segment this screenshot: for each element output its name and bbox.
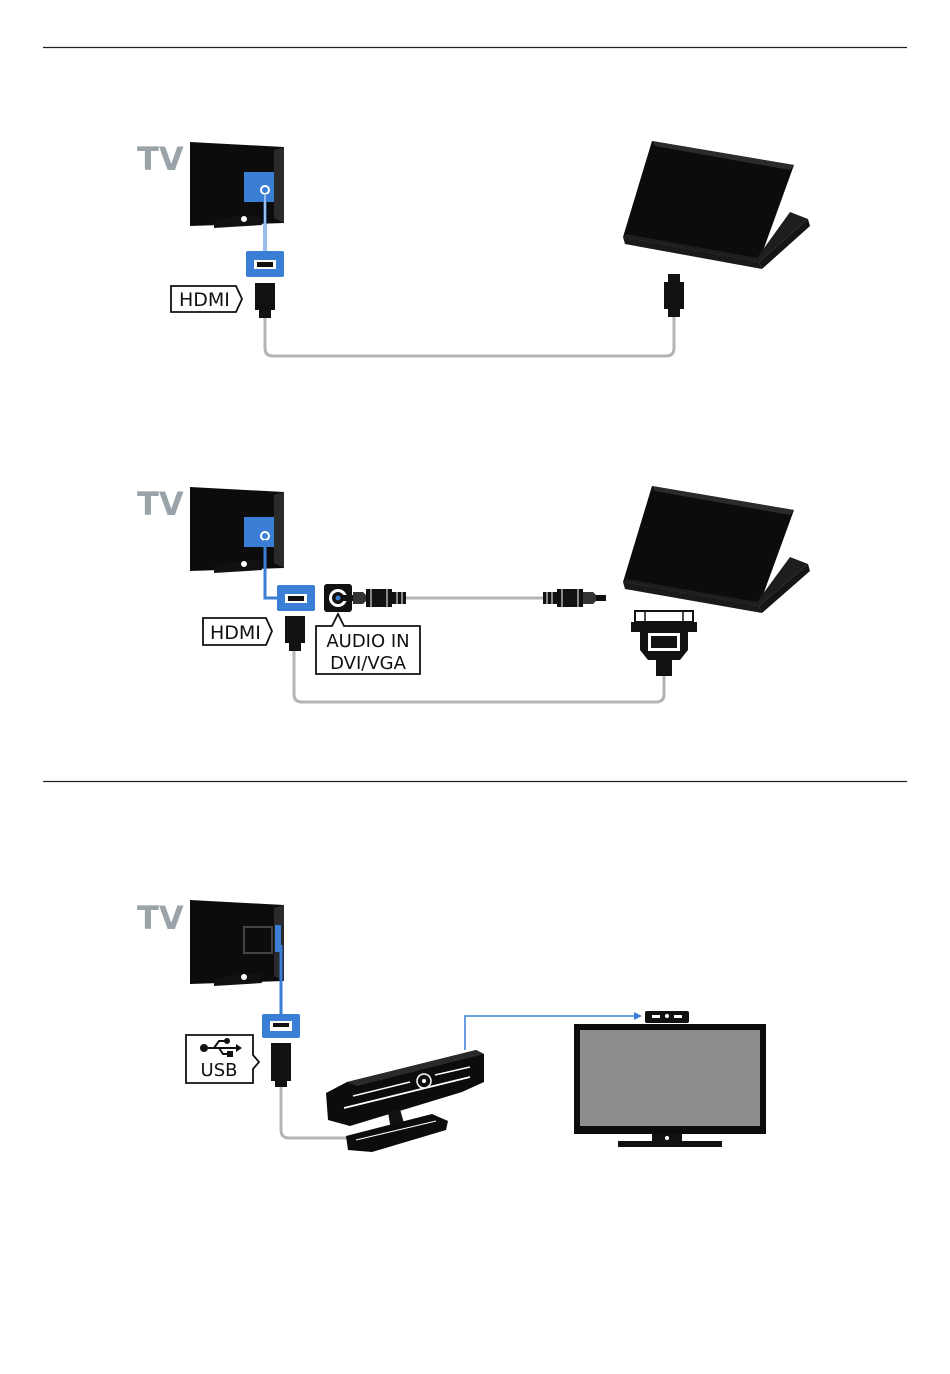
hdmi-plug-icon <box>285 616 305 651</box>
dvi-connector-icon <box>631 611 697 676</box>
hdmi-port-icon <box>246 251 284 277</box>
svg-text:AUDIO IN: AUDIO IN <box>326 631 409 652</box>
diagram-hdmi-laptop: TV HDMI <box>137 140 810 356</box>
tv-label: TV <box>137 899 184 937</box>
usb-plug-icon <box>271 1043 291 1087</box>
tv-with-camera-icon <box>574 1011 766 1147</box>
svg-text:HDMI: HDMI <box>210 622 261 644</box>
svg-text:HDMI: HDMI <box>179 289 230 311</box>
tv-icon <box>190 142 284 228</box>
tv-label: TV <box>137 140 184 178</box>
usb-label-tag: USB <box>186 1035 259 1083</box>
tv-icon <box>190 487 284 573</box>
diagram-usb-camera: TV <box>137 899 766 1152</box>
hdmi-port-icon <box>277 585 315 611</box>
usb-port-icon <box>262 1014 300 1038</box>
hdmi-cable <box>265 317 674 356</box>
audio-cable <box>343 589 606 607</box>
hdmi-label-tag: HDMI <box>203 618 272 645</box>
svg-text:USB: USB <box>201 1060 238 1081</box>
hdmi-plug-icon <box>255 283 275 318</box>
tv-label: TV <box>137 485 184 523</box>
laptop-icon <box>623 486 810 613</box>
svg-text:DVI/VGA: DVI/VGA <box>330 653 406 674</box>
laptop-icon <box>623 141 810 269</box>
tv-icon <box>190 900 284 986</box>
audio-in-label-tag: AUDIO IN DVI/VGA <box>316 614 420 674</box>
laptop-hdmi-plug-icon <box>664 274 684 317</box>
camera-icon <box>326 1050 484 1152</box>
hdmi-label-tag: HDMI <box>171 286 242 312</box>
diagram-dvi-laptop: TV HDMI <box>137 485 810 702</box>
